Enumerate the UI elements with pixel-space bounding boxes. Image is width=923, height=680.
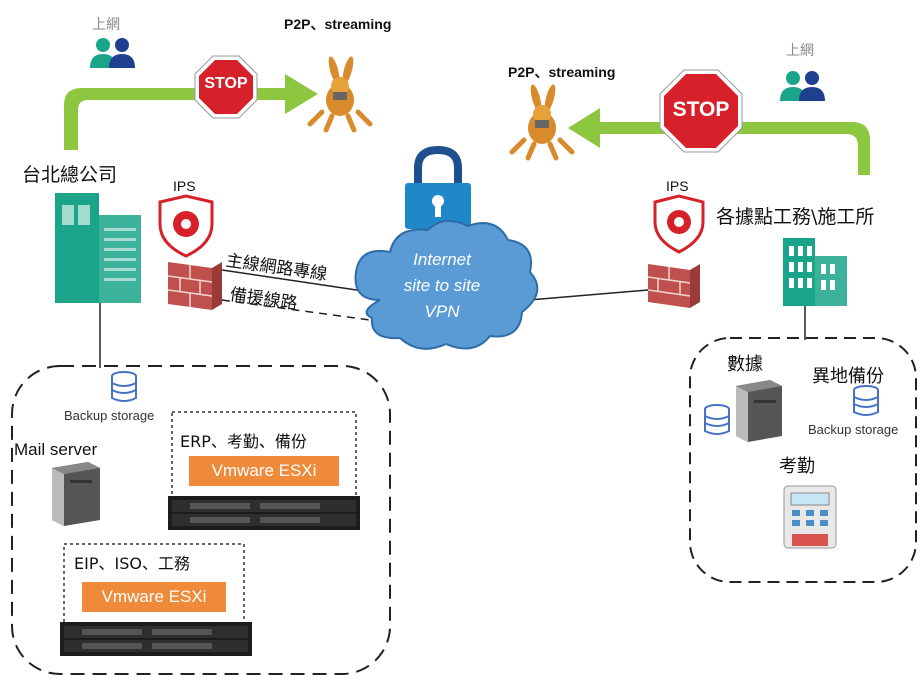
branch-firewall-icon xyxy=(647,264,700,308)
branch-offsite-backup-icon xyxy=(853,385,879,416)
hq-ips-label: IPS xyxy=(173,178,196,194)
branch-stop-text: STOP xyxy=(672,98,730,121)
vpn-line3: VPN xyxy=(424,302,460,321)
hq-firewall-icon xyxy=(167,262,222,310)
vpn-cloud xyxy=(354,219,539,350)
branch-backup-storage-label: Backup storage xyxy=(808,422,899,437)
hq-backup-storage-icon xyxy=(111,371,137,402)
server1-platform-badge: Vmware ESXi xyxy=(189,456,339,486)
hq-building-icon xyxy=(55,193,141,303)
hq-p2p-mascot-icon xyxy=(307,56,373,133)
hq-lan-boundary xyxy=(11,365,391,675)
primary-line-connector xyxy=(221,269,371,293)
branch-data-storage-icon xyxy=(704,404,730,435)
hq-p2p-label: P2P、streaming xyxy=(284,16,392,32)
branch-stop-sign xyxy=(659,69,743,153)
hq-stop-text: STOP xyxy=(204,75,248,92)
mail-server-tower-icon xyxy=(52,462,100,526)
branch-p2p-label: P2P、streaming xyxy=(508,64,616,80)
attendance-terminal-icon xyxy=(783,485,837,549)
branch-p2p-mascot-icon xyxy=(509,84,575,161)
hq-blocked-arrow xyxy=(64,74,318,150)
branch-attendance-label: 考勤 xyxy=(779,456,815,477)
server2-label: EIP、ISO、工務 xyxy=(74,554,190,573)
branch-lan-boundary xyxy=(689,337,917,583)
branch-title: 各據點工務\施工所 xyxy=(716,206,875,228)
branch-data-server-icon xyxy=(736,380,782,442)
branch-data-label: 數據 xyxy=(727,354,763,375)
hq-ips-shield-icon xyxy=(158,194,214,258)
hq-backup-storage-label: Backup storage xyxy=(64,408,155,423)
server1-label: ERP、考勤、備份 xyxy=(180,432,307,451)
rack-server-1-icon xyxy=(168,496,360,530)
server1-dashed-group xyxy=(171,411,357,507)
hq-users-icon xyxy=(90,38,135,68)
vpn-line1: Internet xyxy=(413,250,471,269)
branch-ips-label: IPS xyxy=(666,178,689,194)
branch-building-icon xyxy=(783,238,847,306)
backup-line-connector xyxy=(221,299,371,321)
branch-blocked-arrow xyxy=(568,108,870,175)
branch-online-label: 上網 xyxy=(786,43,814,59)
branch-users-icon xyxy=(780,71,825,101)
rack-server-2-icon xyxy=(60,622,252,656)
hq-title: 台北總公司 xyxy=(22,164,118,186)
vpn-line2: site to site xyxy=(403,276,481,295)
lock-icon xyxy=(405,145,471,229)
hq-stop-sign xyxy=(194,55,258,119)
branch-offsite-backup-label: 異地備份 xyxy=(812,366,884,387)
mail-server-label: Mail server xyxy=(14,440,98,459)
branch-ips-shield-icon xyxy=(653,194,705,254)
server2-platform-badge: Vmware ESXi xyxy=(82,582,226,612)
hq-online-label: 上網 xyxy=(92,17,120,33)
